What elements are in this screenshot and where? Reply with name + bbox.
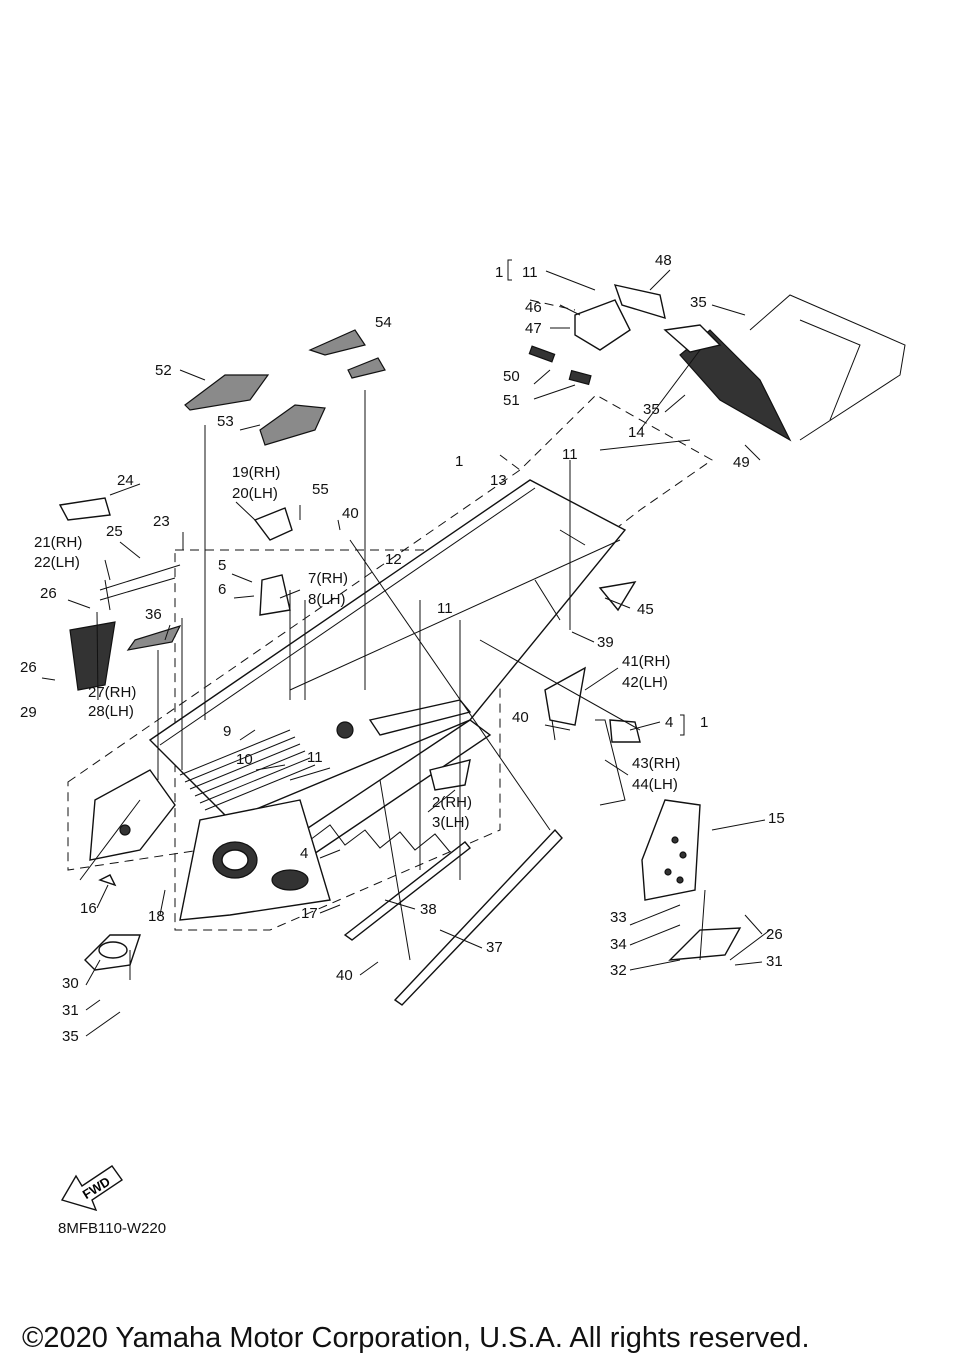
rear-bumper bbox=[749, 294, 906, 441]
callout-43: 43(RH) bbox=[632, 755, 680, 772]
callout-17: 17 bbox=[301, 905, 318, 922]
callout-52: 52 bbox=[155, 362, 172, 379]
callout-1-main: 1 bbox=[455, 453, 463, 470]
callout-40-bottom: 40 bbox=[336, 967, 353, 984]
seat-pads bbox=[126, 329, 386, 651]
callout-5: 5 bbox=[218, 557, 226, 574]
callout-4-left: 4 bbox=[300, 845, 308, 862]
callout-37: 37 bbox=[486, 939, 503, 956]
callout-40-top: 40 bbox=[342, 505, 359, 522]
callout-31-right: 31 bbox=[766, 953, 783, 970]
callout-50: 50 bbox=[503, 368, 520, 385]
callout-40-mid: 40 bbox=[512, 709, 529, 726]
side-rails bbox=[343, 828, 563, 1006]
callout-51: 51 bbox=[503, 392, 520, 409]
tail-light-assembly bbox=[528, 284, 666, 386]
callout-39: 39 bbox=[597, 634, 614, 651]
footrest-left bbox=[84, 934, 141, 971]
callout-16: 16 bbox=[80, 900, 97, 917]
callout-28: 28(LH) bbox=[88, 703, 134, 720]
callout-11-top: 11 bbox=[522, 264, 538, 281]
callout-35-top: 35 bbox=[690, 294, 707, 311]
callout-1-right: 1 bbox=[700, 714, 708, 731]
callout-46: 46 bbox=[525, 299, 542, 316]
callout-26-left-top: 26 bbox=[40, 585, 57, 602]
side-components bbox=[58, 497, 641, 887]
callout-2: 2(RH) bbox=[432, 794, 472, 811]
callout-18: 18 bbox=[148, 908, 165, 925]
copyright-notice: ©2020 Yamaha Motor Corporation, U.S.A. A… bbox=[22, 1322, 810, 1354]
callout-10: 10 bbox=[236, 751, 253, 768]
footrest-right bbox=[641, 799, 742, 961]
callout-34: 34 bbox=[610, 936, 627, 953]
callout-26-left-mid: 26 bbox=[20, 659, 37, 676]
callout-7: 7(RH) bbox=[308, 570, 348, 587]
fwd-arrow-icon: FWD bbox=[60, 1165, 123, 1212]
callout-20: 20(LH) bbox=[232, 485, 278, 502]
callout-48: 48 bbox=[655, 252, 672, 269]
callout-9: 9 bbox=[223, 723, 231, 740]
callout-1-top: 1 bbox=[495, 264, 503, 281]
callout-41: 41(RH) bbox=[622, 653, 670, 670]
callout-11-center: 11 bbox=[437, 600, 453, 617]
callout-22: 22(LH) bbox=[34, 554, 80, 571]
callout-26-right: 26 bbox=[766, 926, 783, 943]
callout-14: 14 bbox=[628, 424, 645, 441]
callout-31-left: 31 bbox=[62, 1002, 79, 1019]
snow-flap bbox=[663, 324, 792, 442]
callout-54: 54 bbox=[375, 314, 392, 331]
callout-42: 42(LH) bbox=[622, 674, 668, 691]
callout-55: 55 bbox=[312, 481, 329, 498]
callout-30: 30 bbox=[62, 975, 79, 992]
callout-33: 33 bbox=[610, 909, 627, 926]
callout-labels: 1 11 48 46 47 35 54 52 50 51 35 53 14 1 … bbox=[20, 252, 785, 1045]
callout-38: 38 bbox=[420, 901, 437, 918]
callout-47: 47 bbox=[525, 320, 542, 337]
callout-8: 8(LH) bbox=[308, 591, 346, 608]
callout-15: 15 bbox=[768, 810, 785, 827]
callout-23: 23 bbox=[153, 513, 170, 530]
callout-53: 53 bbox=[217, 413, 234, 430]
callout-13: 13 bbox=[490, 472, 507, 489]
diagram-code: 8MFB110-W220 bbox=[58, 1220, 167, 1237]
callout-44: 44(LH) bbox=[632, 776, 678, 793]
callout-45: 45 bbox=[637, 601, 654, 618]
callout-32: 32 bbox=[610, 962, 627, 979]
callout-24: 24 bbox=[117, 472, 134, 489]
callout-36: 36 bbox=[145, 606, 162, 623]
callout-49: 49 bbox=[733, 454, 750, 471]
callout-27: 27(RH) bbox=[88, 684, 136, 701]
callout-6: 6 bbox=[218, 581, 226, 598]
callout-4-right: 4 bbox=[665, 714, 673, 731]
callout-35-mid: 35 bbox=[643, 401, 660, 418]
callout-25: 25 bbox=[106, 523, 123, 540]
callout-21: 21(RH) bbox=[34, 534, 82, 551]
callout-35-bottom: 35 bbox=[62, 1028, 79, 1045]
callout-11-bottom: 11 bbox=[307, 749, 323, 766]
callout-29: 29 bbox=[20, 704, 37, 721]
heat-exchanger-fins bbox=[179, 729, 316, 811]
callout-11-mid: 11 bbox=[562, 446, 578, 463]
leader-lines bbox=[79, 299, 771, 980]
callout-12: 12 bbox=[385, 551, 402, 568]
callout-19: 19(RH) bbox=[232, 464, 280, 481]
callout-3: 3(LH) bbox=[432, 814, 470, 831]
